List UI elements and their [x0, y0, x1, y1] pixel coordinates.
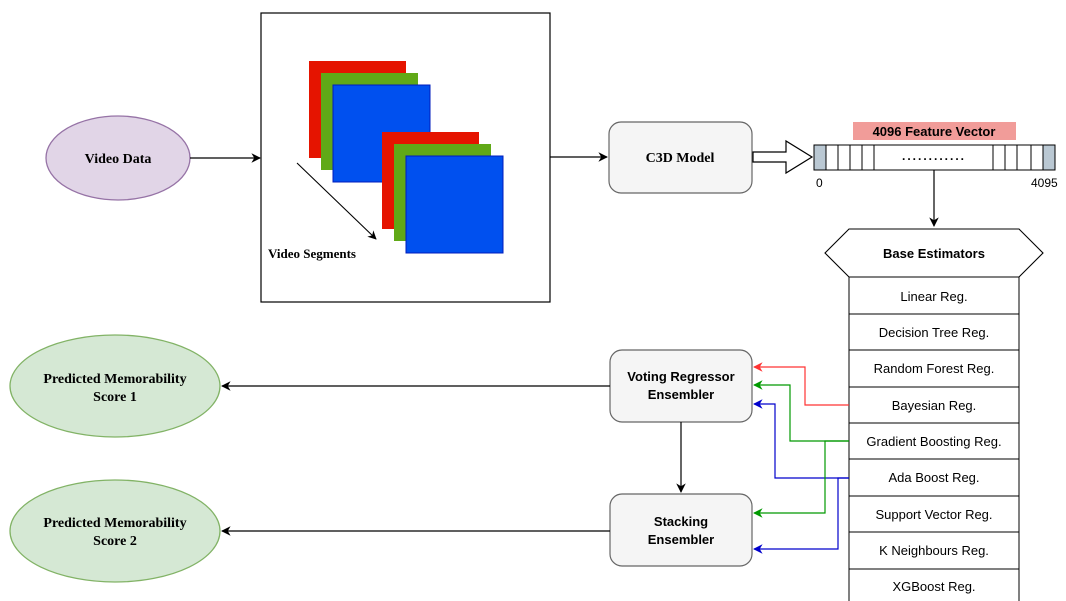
predicted-score-2-line2: Score 2 [93, 534, 137, 549]
predicted-score-2-line1: Predicted Memorability [43, 516, 186, 531]
predicted-score-1-line2: Score 1 [93, 390, 137, 405]
estimator-row [848, 568, 1020, 601]
feature-vector: 4096 Feature Vector ............ 0 4095 [813, 122, 1058, 190]
arrow-gradient-to-stacking [753, 440, 849, 518]
estimator-row [848, 495, 1020, 533]
arrow-gradient-to-voting [753, 380, 849, 442]
arrow-bayesian-to-voting [753, 362, 849, 406]
estimator-label: K Neighbours Reg. [879, 543, 989, 558]
voting-regressor-node: Voting Regressor Ensembler [609, 349, 753, 423]
estimator-label: Ada Boost Reg. [888, 470, 979, 485]
estimator-label: Decision Tree Reg. [879, 325, 990, 340]
voting-regressor-label-line2: Ensembler [648, 387, 714, 402]
estimator-row [848, 276, 1020, 315]
estimator-row [848, 458, 1020, 497]
predicted-score-2-node: Predicted Memorability Score 2 [9, 479, 221, 583]
vector-dots: ............ [902, 149, 966, 163]
estimator-row [848, 313, 1020, 351]
c3d-model-node: C3D Model [608, 121, 753, 194]
stacking-ensembler-label-line1: Stacking [654, 514, 708, 529]
estimator-label: Support Vector Reg. [875, 507, 992, 522]
estimator-row [848, 531, 1020, 570]
arrow-adaboost-to-voting [753, 399, 849, 479]
predicted-score-1-node: Predicted Memorability Score 1 [9, 334, 221, 438]
video-segments-label: Video Segments [268, 246, 356, 261]
estimator-label: Gradient Boosting Reg. [866, 434, 1001, 449]
base-estimators-header: Base Estimators [824, 228, 1044, 278]
estimator-label: Bayesian Reg. [892, 398, 977, 413]
hollow-arrow-c3d-to-vector [752, 139, 814, 175]
frame-blue-2 [405, 155, 504, 254]
vector-start-index: 0 [816, 176, 823, 190]
predicted-score-1-line1: Predicted Memorability [43, 372, 186, 387]
feature-vector-title: 4096 Feature Vector [873, 124, 996, 139]
estimator-list: Linear Reg. Decision Tree Reg. Random Fo… [848, 276, 1020, 601]
estimator-label: Random Forest Reg. [874, 361, 995, 376]
segments-diagonal-arrow [296, 162, 377, 240]
voting-regressor-label-line1: Voting Regressor [627, 369, 734, 384]
c3d-model-label: C3D Model [646, 151, 715, 166]
base-estimators-label: Base Estimators [883, 246, 985, 261]
video-data-label: Video Data [85, 152, 152, 167]
estimator-row [848, 422, 1020, 460]
estimator-label: XGBoost Reg. [892, 579, 975, 594]
stacking-ensembler-label-line2: Ensembler [648, 532, 714, 547]
video-segments-box: Video Segments [260, 12, 551, 303]
vector-start-cell [813, 144, 827, 171]
stacking-ensembler-node: Stacking Ensembler [609, 493, 753, 567]
estimator-row [848, 386, 1020, 424]
arrow-adaboost-to-stacking [753, 477, 849, 554]
estimator-row [848, 349, 1020, 388]
vector-end-index: 4095 [1031, 176, 1058, 190]
estimator-label: Linear Reg. [900, 289, 967, 304]
video-data-node: Video Data [45, 115, 191, 201]
feature-vector-title-highlight [853, 122, 1016, 140]
vector-end-cell [1042, 144, 1056, 171]
